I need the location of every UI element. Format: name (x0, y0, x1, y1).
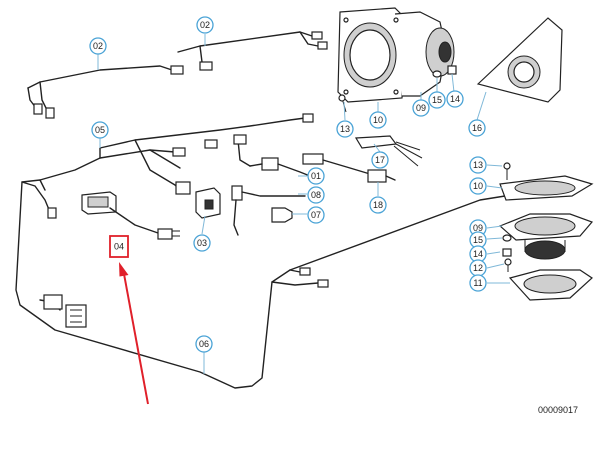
connector-plugs (33, 31, 329, 288)
parts-01-08-07 (231, 134, 311, 236)
svg-text:12: 12 (473, 263, 483, 273)
svg-text:14: 14 (450, 94, 460, 104)
svg-text:15: 15 (432, 95, 442, 105)
svg-text:13: 13 (473, 160, 483, 170)
lower-left-connectors (43, 294, 87, 328)
svg-text:13: 13 (340, 124, 350, 134)
svg-text:14: 14 (473, 249, 483, 259)
callout-10b: 10 (469, 177, 487, 195)
callout-14a: 14 (446, 90, 464, 108)
fasteners-top (338, 65, 457, 113)
callout-12: 12 (469, 259, 487, 277)
svg-text:10: 10 (473, 181, 483, 191)
callout-13b: 13 (469, 156, 487, 174)
svg-text:17: 17 (375, 155, 385, 165)
svg-text:10: 10 (373, 115, 383, 125)
svg-text:18: 18 (373, 200, 383, 210)
svg-text:06: 06 (199, 339, 209, 349)
harness-main (15, 117, 506, 389)
svg-text:09: 09 (416, 103, 426, 113)
leader-lines (97, 34, 510, 374)
highlight-arrow (119, 262, 149, 405)
svg-text:03: 03 (197, 238, 207, 248)
svg-text:16: 16 (472, 123, 482, 133)
drawing-reference-number: 00009017 (537, 405, 578, 415)
callout-09a: 09 (412, 99, 430, 117)
callout-18: 18 (369, 196, 387, 214)
svg-text:02: 02 (93, 41, 103, 51)
callout-02b: 02 (196, 16, 214, 34)
harness-02-right (177, 31, 319, 67)
callout-04-highlight: 04 (109, 235, 129, 258)
speaker-top (337, 7, 455, 103)
callout-04-label: 04 (114, 242, 124, 252)
parts-17-18 (302, 135, 423, 183)
svg-text:02: 02 (200, 20, 210, 30)
svg-text:11: 11 (473, 278, 482, 288)
relay-part-03 (195, 187, 221, 219)
svg-text:01: 01 (311, 171, 321, 181)
callout-08: 08 (307, 186, 325, 204)
callout-10a: 10 (369, 111, 387, 129)
callout-13a: 13 (336, 120, 354, 138)
callout-01: 01 (307, 167, 325, 185)
harness-02-left (27, 65, 181, 113)
callout-03: 03 (193, 234, 211, 252)
callout-17: 17 (371, 151, 389, 169)
speaker-stack-right (498, 162, 594, 301)
tweeter-cover-16 (476, 17, 563, 103)
callout-05: 05 (91, 121, 109, 139)
callout-16: 16 (468, 119, 486, 137)
svg-text:07: 07 (311, 210, 321, 220)
callout-11: 11 (469, 274, 487, 292)
callout-15a: 15 (428, 91, 446, 109)
svg-text:09: 09 (473, 223, 483, 233)
svg-text:05: 05 (95, 125, 105, 135)
callout-07: 07 (307, 206, 325, 224)
switch-part-04 (81, 191, 180, 240)
svg-text:08: 08 (311, 190, 321, 200)
callout-06: 06 (195, 335, 213, 353)
callout-15b: 15 (469, 231, 487, 249)
callout-02a: 02 (89, 37, 107, 55)
svg-text:15: 15 (473, 235, 483, 245)
